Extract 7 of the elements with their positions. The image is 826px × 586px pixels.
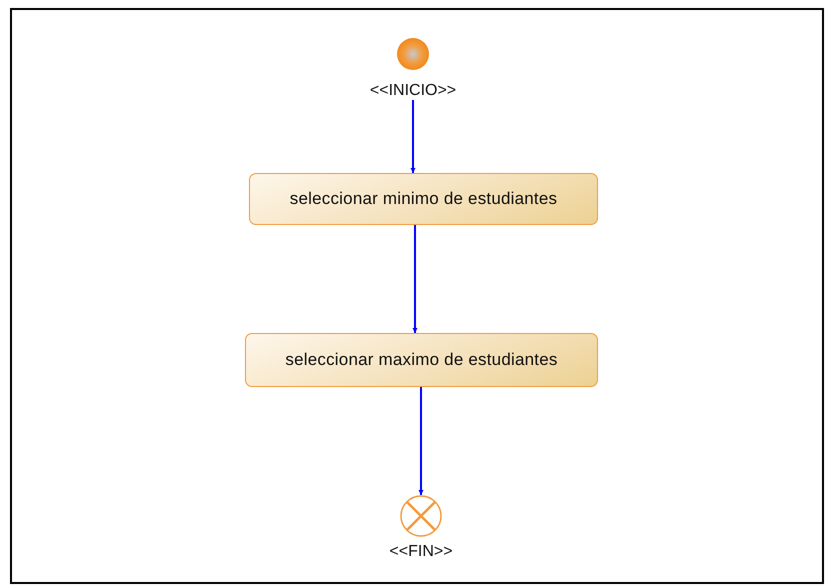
arrow: [418, 387, 424, 495]
arrow: [412, 225, 418, 333]
action-box: seleccionar maximo de estudiantes: [245, 333, 598, 387]
terminal-label: <<FIN>>: [389, 543, 453, 561]
arrow: [410, 100, 416, 173]
terminal-label: <<INICIO>>: [370, 82, 456, 100]
action-box: seleccionar minimo de estudiantes: [249, 173, 598, 225]
